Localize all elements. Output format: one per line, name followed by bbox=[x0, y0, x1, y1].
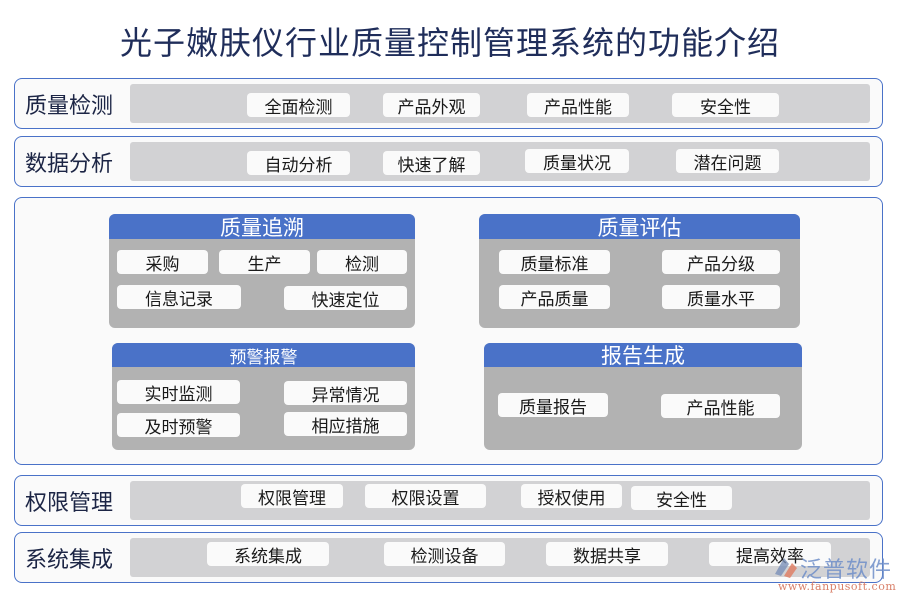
chip-product-quality[interactable]: 产品质量 bbox=[499, 285, 610, 310]
chip-abnormal-situation[interactable]: 异常情况 bbox=[284, 381, 407, 406]
page-title: 光子嫩肤仪行业质量控制管理系统的功能介绍 bbox=[119, 24, 780, 62]
row-strip: 全面检测 产品外观 产品性能 安全性 bbox=[130, 84, 870, 123]
chip-permission-settings[interactable]: 权限设置 bbox=[365, 484, 486, 509]
permission-management-row: 权限管理 权限管理 权限设置 授权使用 安全性 bbox=[14, 475, 883, 526]
chip-permission-management[interactable]: 权限管理 bbox=[241, 484, 343, 509]
row-strip: 权限管理 权限设置 授权使用 安全性 bbox=[130, 481, 870, 520]
chip-system-integration[interactable]: 系统集成 bbox=[207, 542, 329, 567]
chip-potential-issues[interactable]: 潜在问题 bbox=[676, 149, 779, 174]
card-title-report-generation: 报告生成 bbox=[484, 343, 802, 368]
chip-production[interactable]: 生产 bbox=[219, 250, 310, 275]
watermark-brand: 泛普软件 bbox=[800, 558, 893, 583]
row-strip: 系统集成 检测设备 数据共享 提高效率 bbox=[130, 538, 870, 577]
core-functions-panel: 质量追溯 采购 生产 检测 信息记录 快速定位 质量评估 质量标准 产品分级 产… bbox=[14, 197, 883, 465]
chip-inspection-equipment[interactable]: 检测设备 bbox=[384, 542, 505, 567]
chip-quality-level[interactable]: 质量水平 bbox=[662, 285, 780, 310]
chip-data-sharing[interactable]: 数据共享 bbox=[546, 542, 668, 567]
chip-safety[interactable]: 安全性 bbox=[672, 93, 779, 118]
chip-product-appearance[interactable]: 产品外观 bbox=[383, 93, 480, 118]
chip-product-performance-report[interactable]: 产品性能 bbox=[661, 394, 780, 419]
watermark-url: www.fanpusoft.com bbox=[778, 580, 897, 593]
card-early-warning: 预警报警 实时监测 异常情况 及时预警 相应措施 bbox=[112, 343, 415, 450]
data-analysis-row: 数据分析 自动分析 快速了解 质量状况 潜在问题 bbox=[14, 136, 883, 187]
chip-authorized-use[interactable]: 授权使用 bbox=[521, 484, 622, 509]
chip-inspection[interactable]: 检测 bbox=[317, 250, 407, 275]
chip-timely-warning[interactable]: 及时预警 bbox=[117, 413, 240, 438]
chip-comprehensive-inspection[interactable]: 全面检测 bbox=[247, 93, 350, 118]
chip-quick-locate[interactable]: 快速定位 bbox=[284, 286, 407, 311]
card-report-generation: 报告生成 质量报告 产品性能 bbox=[484, 343, 802, 450]
row-label-permission-management: 权限管理 bbox=[25, 490, 114, 516]
card-quality-evaluation: 质量评估 质量标准 产品分级 产品质量 质量水平 bbox=[479, 214, 800, 328]
row-label-system-integration: 系统集成 bbox=[25, 547, 114, 573]
chip-procurement[interactable]: 采购 bbox=[117, 250, 208, 275]
card-quality-traceability: 质量追溯 采购 生产 检测 信息记录 快速定位 bbox=[109, 214, 415, 328]
fanpu-logo-icon bbox=[772, 554, 800, 584]
chip-realtime-monitoring[interactable]: 实时监测 bbox=[117, 380, 240, 405]
chip-quality-status[interactable]: 质量状况 bbox=[525, 149, 629, 174]
chip-response-measures[interactable]: 相应措施 bbox=[284, 412, 407, 437]
system-integration-row: 系统集成 系统集成 检测设备 数据共享 提高效率 bbox=[14, 532, 883, 583]
card-title-quality-traceability: 质量追溯 bbox=[109, 214, 415, 240]
chip-security[interactable]: 安全性 bbox=[631, 486, 732, 511]
row-label-quality-inspection: 质量检测 bbox=[25, 93, 114, 119]
chip-product-grading[interactable]: 产品分级 bbox=[662, 250, 780, 275]
chip-quality-standard[interactable]: 质量标准 bbox=[499, 250, 610, 275]
chip-improve-efficiency[interactable]: 提高效率 bbox=[709, 542, 831, 567]
card-title-quality-evaluation: 质量评估 bbox=[479, 214, 800, 240]
chip-auto-analysis[interactable]: 自动分析 bbox=[247, 151, 350, 176]
chip-product-performance[interactable]: 产品性能 bbox=[527, 93, 629, 118]
row-label-data-analysis: 数据分析 bbox=[25, 151, 114, 177]
card-title-early-warning: 预警报警 bbox=[112, 343, 415, 368]
quality-inspection-row: 质量检测 全面检测 产品外观 产品性能 安全性 bbox=[14, 78, 883, 129]
chip-quality-report[interactable]: 质量报告 bbox=[498, 393, 608, 418]
fanpu-watermark: 泛普软件 www.fanpusoft.com bbox=[772, 552, 900, 598]
chip-quick-understanding[interactable]: 快速了解 bbox=[383, 151, 480, 176]
chip-info-record[interactable]: 信息记录 bbox=[117, 285, 241, 310]
row-strip: 自动分析 快速了解 质量状况 潜在问题 bbox=[130, 142, 870, 181]
